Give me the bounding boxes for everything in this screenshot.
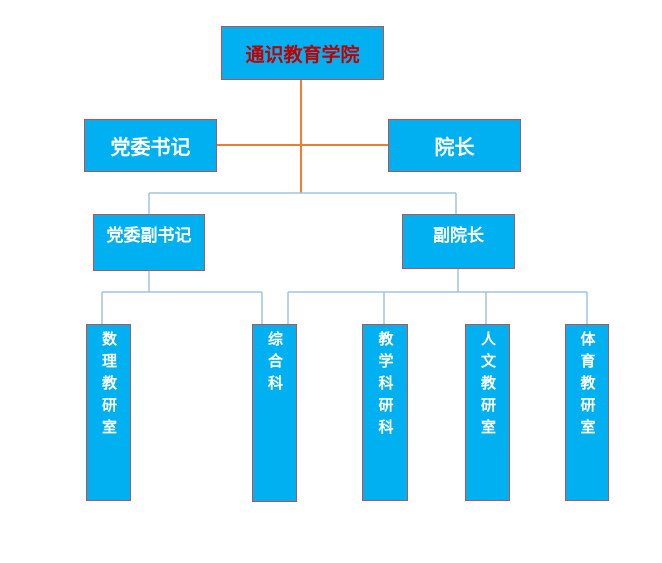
unit-physical-education-node: 体育教研室 [565,324,609,501]
unit-humanities-label: 人文教研室 [479,331,497,441]
unit-teaching-research-label: 教学科研科 [376,331,395,441]
root-node-label: 通识教育学院 [245,43,360,66]
vice-dean-node: 副院长 [402,214,515,269]
party-secretary-node: 党委书记 [84,119,217,172]
unit-teaching-research-node: 教学科研科 [362,324,408,501]
vice-dean-label: 副院长 [433,226,484,246]
dean-node: 院长 [388,119,521,172]
unit-humanities-node: 人文教研室 [465,324,510,501]
unit-general-affairs-label: 综合科 [266,331,284,397]
deputy-party-secretary-label: 党委副书记 [106,226,192,246]
deputy-party-secretary-node: 党委副书记 [93,214,205,271]
root-node: 通识教育学院 [221,26,384,80]
party-secretary-label: 党委书记 [110,135,191,159]
unit-general-affairs-node: 综合科 [252,324,297,502]
unit-physical-education-label: 体育教研室 [578,331,597,441]
unit-math-physics-node: 数理教研室 [86,324,131,501]
dean-label: 院长 [434,135,475,159]
unit-math-physics-label: 数理教研室 [100,331,118,441]
